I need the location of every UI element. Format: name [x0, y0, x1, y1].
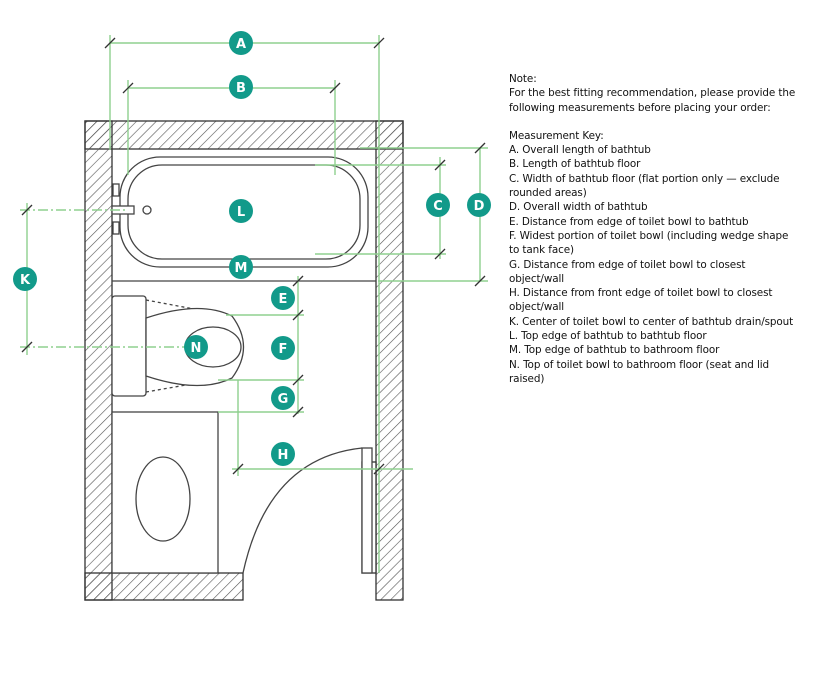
badge-d: D [467, 193, 491, 217]
measurement-key-item: L. Top edge of bathtub to bathtub floor [509, 330, 707, 343]
badge-n-label: N [191, 341, 202, 356]
measurement-key-item: G. Distance from edge of toilet bowl to … [509, 258, 746, 285]
badge-n: N [184, 335, 208, 359]
badge-m: M [229, 255, 253, 279]
badge-l-label: L [237, 205, 245, 220]
measurement-key-item: A. Overall length of bathtub [509, 144, 651, 157]
measurement-key-item: E. Distance from edge of toilet bowl to … [509, 215, 749, 228]
dimension-badges: A B C D E F G H K L M N [13, 31, 491, 466]
measurement-key-heading: Measurement Key: [509, 129, 604, 142]
vanity-cabinet [111, 411, 219, 574]
bathroom-floor-plan: A B C D E F G H K L M N [13, 31, 491, 601]
toilet [111, 295, 245, 397]
door-swing-arc [242, 447, 363, 574]
badge-f-label: F [279, 342, 288, 357]
wall-bottom [84, 572, 244, 601]
badge-e-label: E [279, 292, 288, 307]
note-intro: For the best fitting recommendation, ple… [509, 87, 796, 114]
faucet-icon [111, 183, 152, 235]
sink-basin [135, 456, 191, 542]
measurement-key-item: N. Top of toilet bowl to bathroom floor … [509, 358, 770, 385]
note-heading: Note: [509, 73, 537, 85]
note-spacer [509, 115, 801, 129]
wall-right [375, 120, 404, 601]
badge-c: C [426, 193, 450, 217]
badge-d-label: D [474, 199, 485, 214]
badge-b: B [229, 75, 253, 99]
measurement-key-item: C. Width of bathtub floor (flat portion … [509, 172, 780, 200]
measurement-key-item: B. Length of bathtub floor [509, 158, 641, 171]
measurement-key-item: H. Distance from front edge of toilet bo… [509, 287, 773, 314]
toilet-tank [111, 295, 147, 397]
badge-g-label: G [278, 392, 289, 407]
measurement-key-item: F. Widest portion of toilet bowl (includ… [509, 229, 789, 257]
vanity [111, 411, 219, 574]
badge-e: E [271, 286, 295, 310]
badge-k-label: K [20, 273, 31, 288]
wall-left [84, 120, 113, 601]
badge-c-label: C [433, 199, 443, 214]
badge-g: G [271, 386, 295, 410]
dimension-ticks [21, 37, 486, 475]
measurement-key-item: D. Overall width of bathtub [509, 201, 648, 214]
badge-a-label: A [236, 37, 246, 52]
measurement-key-item: M. Top edge of bathtub to bathroom floor [509, 344, 720, 357]
door-leaf [361, 447, 373, 574]
badge-h: H [271, 442, 295, 466]
badge-f: F [271, 336, 295, 360]
drain-icon [142, 205, 152, 215]
badge-h-label: H [278, 448, 289, 463]
badge-m-label: M [235, 261, 248, 276]
measurement-key-item: K. Center of toilet bowl to center of ba… [509, 315, 794, 328]
door [242, 447, 373, 574]
badge-a: A [229, 31, 253, 55]
badge-b-label: B [236, 81, 246, 96]
badge-k: K [13, 267, 37, 291]
badge-l: L [229, 199, 253, 223]
wall-top [84, 120, 404, 150]
measurement-note: Note: For the best fitting recommendatio… [509, 72, 801, 386]
